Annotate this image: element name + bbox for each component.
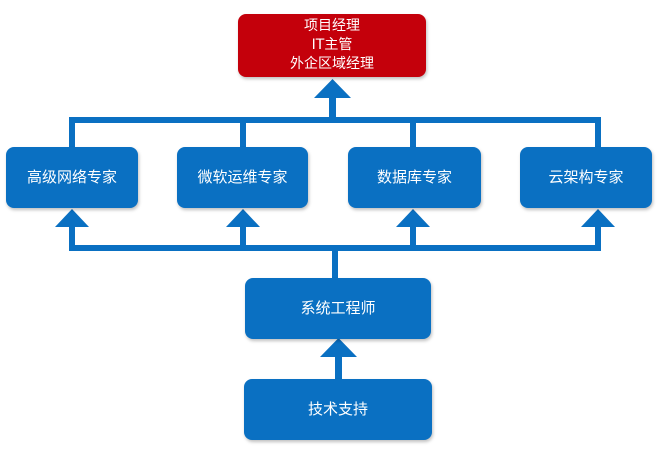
sys-stub xyxy=(332,248,338,280)
spec-arrow-shaft-2 xyxy=(240,222,246,248)
specialist-node-network: 高级网络专家 xyxy=(6,147,138,208)
top-node-line-1: 项目经理 xyxy=(304,18,360,34)
system-engineer-label: 系统工程师 xyxy=(300,299,376,317)
specialist-label: 云架构专家 xyxy=(548,168,624,186)
tech-support-node: 技术支持 xyxy=(244,379,432,440)
spec-arrow-shaft-4 xyxy=(595,222,601,248)
specialist-label: 高级网络专家 xyxy=(26,168,117,186)
spec-arrow-head-4 xyxy=(581,209,615,227)
specialist-label: 数据库专家 xyxy=(376,168,452,186)
top-node-line-2: IT主管 xyxy=(311,37,353,53)
specialist-node-microsoft: 微软运维专家 xyxy=(177,147,308,208)
top-arrow-head xyxy=(314,79,351,98)
spec-arrow-shaft-3 xyxy=(410,222,416,248)
specialist-label: 微软运维专家 xyxy=(197,168,288,186)
system-engineer-node: 系统工程师 xyxy=(245,278,431,339)
top-node-managers: 项目经理 IT主管 外企区域经理 xyxy=(238,14,426,77)
top-arrow-shaft xyxy=(329,92,336,120)
specialist-node-cloud: 云架构专家 xyxy=(520,147,652,208)
tech-support-label: 技术支持 xyxy=(307,400,368,418)
specialist-node-database: 数据库专家 xyxy=(348,147,481,208)
spec-arrow-head-1 xyxy=(55,209,89,227)
upper-stub-4 xyxy=(595,117,601,149)
top-node-line-3: 外企区域经理 xyxy=(290,56,374,72)
spec-arrow-head-3 xyxy=(396,209,430,227)
sys-arrow-head xyxy=(320,338,357,357)
spec-arrow-head-2 xyxy=(226,209,260,227)
sys-arrow-shaft xyxy=(335,350,342,380)
upper-stub-3 xyxy=(410,117,416,149)
spec-arrow-shaft-1 xyxy=(69,222,75,248)
upper-stub-2 xyxy=(240,117,246,149)
upper-stub-1 xyxy=(69,117,75,149)
